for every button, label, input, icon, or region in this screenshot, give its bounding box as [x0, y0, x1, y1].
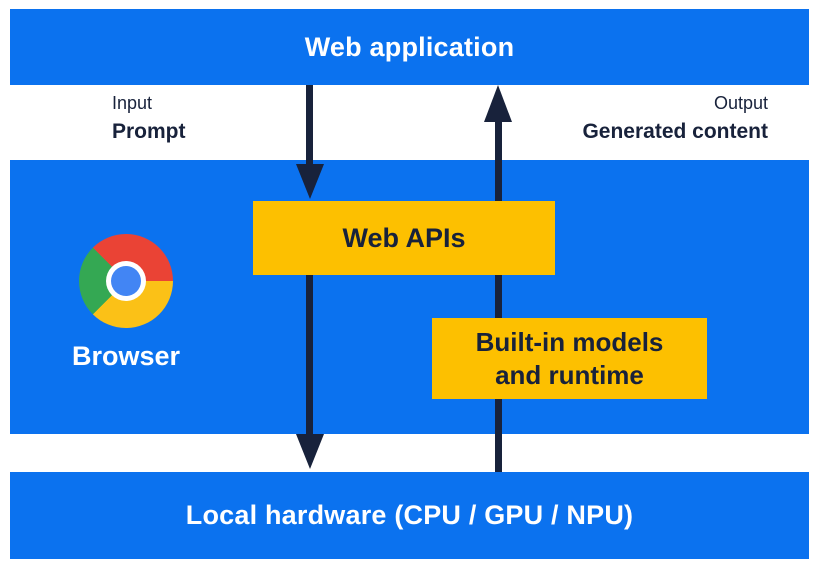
local-hardware-band: Local hardware (CPU / GPU / NPU) [10, 472, 809, 559]
browser-label: Browser [71, 341, 181, 371]
input-value: Prompt [112, 120, 186, 143]
web-apis-box: Web APIs [253, 201, 555, 275]
input-flow-arrow-down [306, 85, 313, 164]
output-label-block: Output Generated content [582, 94, 768, 142]
arrow-down-head-icon [296, 434, 324, 469]
built-in-models-label-line2: and runtime [495, 359, 644, 390]
input-flow-arrow-down [306, 275, 313, 434]
chrome-icon [79, 234, 173, 328]
built-in-models-box: Built-in models and runtime [432, 318, 707, 399]
arrow-down-head-icon [296, 164, 324, 199]
web-application-band: Web application [10, 9, 809, 85]
local-hardware-label: Local hardware (CPU / GPU / NPU) [185, 500, 634, 530]
built-in-models-label-line1: Built-in models [475, 326, 664, 357]
web-apis-label: Web APIs [342, 222, 466, 253]
chrome-icon-core [111, 266, 141, 296]
input-title: Input [112, 93, 153, 113]
arrow-up-head-icon [484, 85, 512, 122]
output-title: Output [713, 93, 768, 113]
web-application-label: Web application [304, 31, 515, 62]
output-flow-arrow-up [495, 122, 502, 472]
output-value: Generated content [582, 120, 768, 143]
input-label-block: Input Prompt [112, 94, 186, 142]
